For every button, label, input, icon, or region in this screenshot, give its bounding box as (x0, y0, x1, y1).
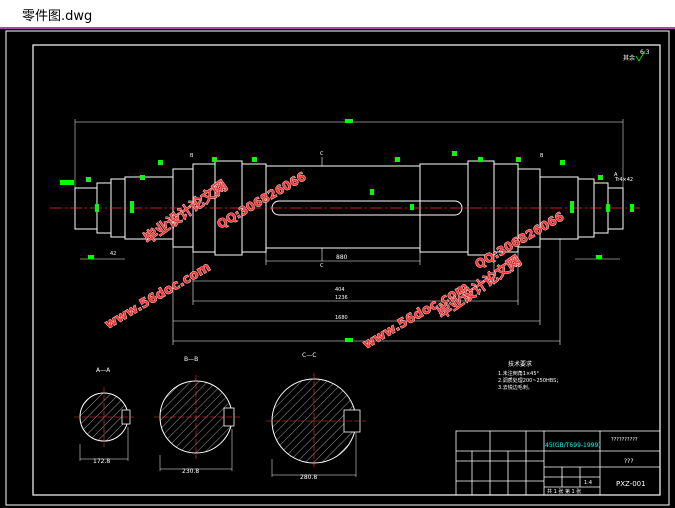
section-dim-bb: 230.8 (182, 468, 199, 475)
watermark-qq-1: QQ:306826066 (215, 169, 309, 231)
section-title-aa: A—A (96, 367, 111, 374)
title-block-qq: ?????????? (611, 437, 638, 443)
title-block-q: ??? (624, 458, 634, 465)
dim-mark (60, 180, 74, 185)
dim-mid-1: 404 (335, 287, 345, 293)
drawing-svg: 其余 6.3 B C C B A (5, 30, 670, 506)
viewport-border (0, 27, 675, 29)
section-view-aa: 172.8 (74, 387, 134, 465)
window-title: 零件图.dwg (22, 9, 93, 24)
tolerance-marks (86, 151, 603, 210)
title-block-scale: 1:4 (584, 480, 592, 486)
watermark-site-1: www.56doc.com (103, 260, 214, 333)
roughness-symbol (635, 50, 646, 62)
section-dim-cc: 280.8 (300, 474, 317, 481)
cad-canvas[interactable]: 其余 6.3 B C C B A (0, 29, 675, 508)
roughness-note: 其余 (623, 54, 635, 62)
title-block-standard: 45(GB/T699-1999) (545, 442, 601, 449)
dim-left-42: 42 (110, 251, 116, 257)
dim-right-thread: Tr4×42 (614, 177, 633, 183)
title-block (455, 430, 661, 496)
section-title-cc: C—C (302, 352, 316, 359)
watermark-site-2: www.56doc.com (361, 280, 472, 353)
title-block-sheet: 共 1 张 第 1 张 (547, 488, 581, 495)
tech-req-title: 技术要求 (508, 360, 532, 368)
outer-frame (5, 30, 670, 506)
overall-dim-text (345, 119, 353, 123)
window-titlebar: 零件图.dwg (0, 0, 675, 27)
title-block-part-no: PXZ-001 (616, 480, 646, 488)
section-mark-b-right: B (540, 153, 544, 159)
section-mark-c-top: C (320, 151, 324, 157)
tech-req-line-2: 2.调质处理200~250HBS； (498, 377, 561, 384)
tech-req-line-1: 1.未注倒角1×45° (498, 370, 540, 377)
inner-frame (32, 44, 661, 496)
lower-dims (80, 239, 620, 345)
dim-center-len: 880 (336, 254, 348, 261)
section-mark-c-bottom: C (320, 263, 324, 269)
tech-requirements: 技术要求 1.未注倒角1×45° 2.调质处理200~250HBS； 3.去锐边… (498, 360, 561, 391)
section-mark-a-right: A (614, 172, 618, 178)
tech-req-line-3: 3.去锐边毛刺。 (498, 384, 533, 391)
section-view-bb: 230.8 (154, 375, 240, 475)
dim-mid-3: 1680 (335, 315, 348, 321)
section-title-bb: B—B (184, 356, 198, 363)
section-mark-b-left: B (190, 153, 194, 159)
watermark-brand-1: 毕业设计论文网 (141, 177, 231, 247)
section-view-cc: 280.8 (266, 373, 366, 481)
roughness-value: 6.3 (640, 49, 650, 56)
dim-mid-2: 1236 (335, 295, 348, 301)
section-dim-aa: 172.8 (93, 458, 110, 465)
